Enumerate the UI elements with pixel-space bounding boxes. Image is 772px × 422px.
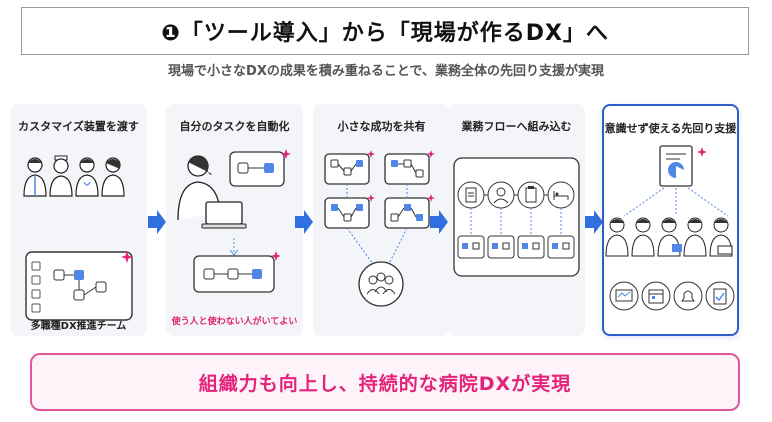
arrow-right-icon — [585, 210, 603, 234]
sparkle-icon — [427, 150, 435, 158]
step-2-title: 自分のタスクを自動化 — [179, 120, 290, 133]
report-icon — [659, 145, 693, 187]
step-1-caption: 多職種DX推進チーム — [30, 321, 127, 332]
flow-card-icon — [384, 153, 430, 185]
flow-card-icon — [193, 255, 275, 293]
step-5-card: 意識せず使える先回り支援 — [602, 104, 739, 336]
step-2-card: 自分のタスクを自動化 — [166, 104, 303, 336]
conclusion-text: 組織力も向上し、持続的な病院DXが実現 — [198, 372, 572, 395]
step-5-title: 意識せず使える先回り支援 — [604, 122, 737, 135]
sparkle-icon — [367, 150, 375, 158]
nurse-icon — [49, 155, 73, 197]
step-1-illustration — [23, 155, 133, 321]
doctor-icon — [23, 157, 47, 197]
flow-card-icon — [229, 151, 285, 187]
step-1-title: カスタマイズ装置を渡す — [18, 120, 139, 133]
flow-card-icon — [457, 235, 575, 259]
arrow-right-icon — [295, 210, 313, 234]
step-4-card: 業務フローへ組み込む — [448, 104, 585, 336]
title-banner: ❶「ツール導入」から「現場が作るDX」へ — [21, 7, 749, 55]
bed-icon — [547, 181, 575, 209]
sparkle-icon — [121, 251, 133, 263]
bell-icon — [673, 281, 703, 311]
sparkle-icon — [367, 194, 375, 202]
nurse-icon — [631, 217, 655, 257]
arrow-right-icon — [430, 210, 448, 234]
checklist-icon — [705, 281, 735, 311]
step-3-illustration — [324, 150, 435, 307]
nurse-icon — [709, 217, 733, 257]
step-1-card: カスタマイズ装置を渡す — [10, 104, 147, 336]
flow-card-icon — [25, 251, 133, 321]
page-title: ❶「ツール導入」から「現場が作るDX」へ — [161, 21, 609, 46]
flow-card-icon — [384, 197, 430, 229]
page-subtitle: 現場で小さなDXの成果を積み重ねることで、業務全体の先回り支援が実現 — [168, 64, 604, 79]
step-3-card: 小さな成功を共有 — [313, 104, 450, 336]
doctor-icon — [683, 217, 707, 257]
laptop-icon — [201, 201, 247, 229]
conclusion-banner: 組織力も向上し、持続的な病院DXが実現 — [30, 353, 740, 411]
arrow-right-icon — [148, 210, 166, 234]
sparkle-icon — [281, 149, 291, 159]
sparkle-icon — [427, 194, 435, 202]
step-4-illustration — [453, 157, 580, 277]
doctor-icon — [605, 217, 629, 257]
flow-card-icon — [324, 197, 370, 229]
step-4-title: 業務フローへ組み込む — [461, 120, 572, 133]
step-2-illustration — [177, 149, 291, 293]
step-5-illustration — [605, 145, 735, 311]
nurse-icon — [177, 155, 221, 221]
sparkle-icon — [271, 251, 281, 261]
sparkle-icon — [697, 147, 707, 157]
person-icon — [487, 181, 515, 209]
document-icon — [457, 181, 485, 209]
monitor-icon — [609, 281, 639, 311]
nurse-icon — [101, 157, 125, 197]
flow-card-icon — [324, 153, 370, 185]
group-icon — [358, 261, 404, 307]
nurse-icon — [657, 217, 682, 257]
calendar-icon — [641, 281, 671, 311]
clipboard-icon — [517, 181, 545, 209]
step-2-caption: 使う人と使わない人がいてよい — [171, 317, 298, 327]
step-3-title: 小さな成功を共有 — [337, 120, 426, 133]
doctor-icon — [75, 157, 99, 197]
